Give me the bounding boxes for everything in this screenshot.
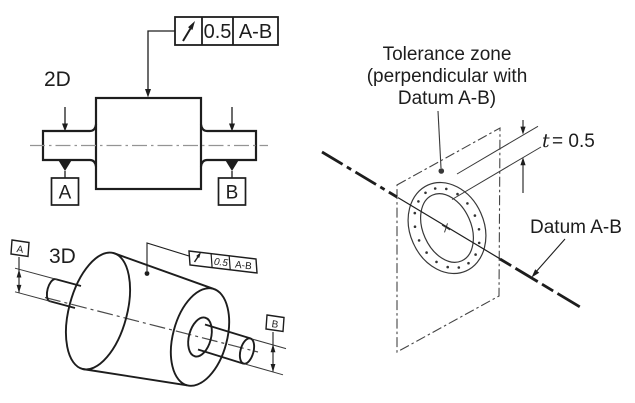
t-symbol: t [542,130,550,152]
datum-feature-triangle [225,160,239,171]
datum-b-callout-2d: B [217,107,247,206]
circular-runout-icon [182,21,195,42]
right-journal-3d [187,316,256,365]
centerline-3d [44,296,259,353]
datum-a-label: A [16,244,24,256]
shaft-part-2d [41,96,258,191]
annular-zone [407,181,487,275]
feature-control-frame-3d: 0.5 A-B [144,242,258,276]
fcf-tolerance-value: 0.5 [213,257,229,270]
right-journal-cap [238,337,256,365]
right-journal-2d [199,124,258,167]
arrowhead [62,123,68,132]
arrowhead [229,123,235,132]
fcf-datum-reference: A-B [239,21,272,43]
datum-a-label: A [59,183,72,204]
shaft-root-rim [187,316,213,358]
tolerance-zone-caption-line1: Tolerance zone [383,44,512,65]
datum-axis-callout: Datum A-B [530,217,622,278]
arrowhead [270,364,276,372]
zone-center-mark [441,223,451,233]
extension-line [14,291,52,302]
caption-leader [437,110,442,169]
fcf-border [188,250,258,274]
extension-line [456,125,539,175]
arrowhead [145,89,151,98]
tolerance-zone-caption-line3: Datum A-B) [398,88,496,109]
fcf-divider [210,253,213,268]
arrowhead [531,269,540,278]
zone-stipple-dots [413,187,481,269]
cylinder-right-face [169,287,231,387]
t-value: = 0.5 [552,131,595,152]
fcf-leader-3d [146,242,190,271]
datum-axis [321,150,582,309]
tolerance-zone-caption-line2: (perpendicular with [367,66,528,87]
feature-control-frame-2d: 0.5 A-B [174,16,279,46]
datum-b-box [217,177,247,206]
tolerance-zone-view: Tolerance zone (perpendicular with Datum… [321,44,622,353]
arrowhead [520,157,526,166]
datum-a-callout-3d: A [10,239,58,302]
datum-b-callout-3d: B [244,314,287,376]
view-2d-label: 2D [44,68,71,91]
arrowhead [270,344,276,353]
main-cylinder-3d [65,251,231,387]
datum-a-callout-2d: A [50,107,80,206]
datum-feature-triangle [58,160,72,171]
view-3d-label: 3D [49,245,76,268]
view-3d: 3D [10,239,287,387]
view-2d: 2D 0.5 A-B [30,16,279,206]
circular-runout-icon [193,252,201,263]
datum-axis-label: Datum A-B [530,217,622,238]
extension-line [14,267,58,280]
fcf-leader-2d [145,30,175,98]
arrowhead [520,126,526,135]
extension-line [251,338,287,350]
zone-outer-ellipse [407,181,487,275]
main-cylinder-2d [94,96,203,191]
datum-a-box [10,239,30,258]
zone-inner-ellipse [420,193,474,263]
fcf-datum-reference: A-B [234,260,252,273]
fcf-tolerance-value: 0.5 [204,21,232,43]
fcf-divider [228,255,231,270]
datum-b-label: B [226,183,239,204]
leader-dot [438,168,445,174]
extension-line [244,363,284,376]
datum-b-box [265,314,285,333]
t-dimension: t = 0.5 [451,120,595,200]
arrowhead [16,284,22,293]
tolerance-plane [396,127,501,353]
leader-dot [144,271,150,276]
left-journal-3d [45,278,82,309]
extension-line [451,146,542,200]
cylinder-bottom-edge [82,368,188,387]
left-journal-cap [45,278,56,302]
datum-a-box [50,177,80,206]
datum-b-label: B [271,319,279,331]
cylinder-top-edge [113,252,214,290]
arrowhead [16,269,22,278]
